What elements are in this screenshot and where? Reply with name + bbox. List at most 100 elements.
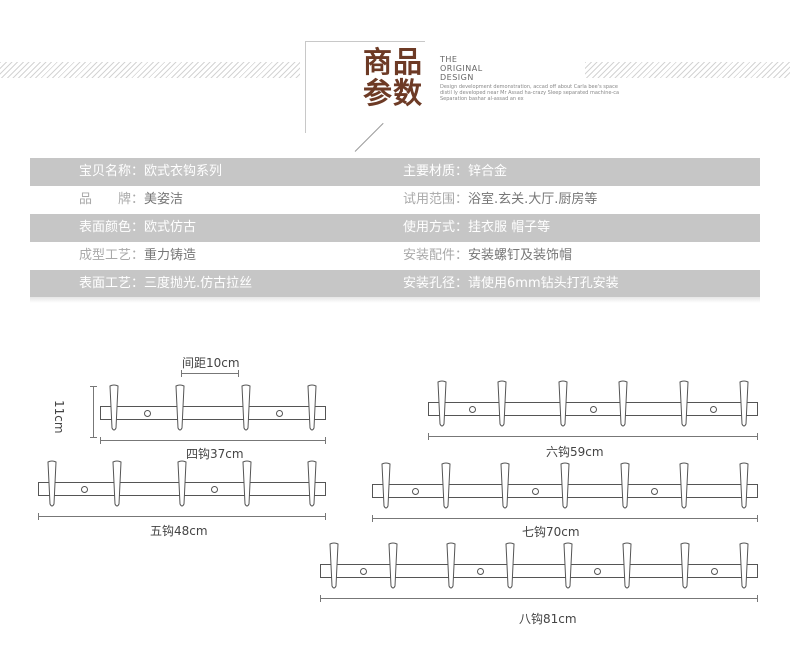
hook-icon — [444, 542, 458, 592]
spacing-label: 间距10cm — [182, 356, 240, 370]
hook-icon — [616, 380, 630, 430]
hook-icon — [561, 542, 575, 592]
spec-key: 安装配件： — [403, 248, 469, 263]
length-dimension-line — [100, 437, 326, 444]
spec-value: 美姿洁 — [144, 192, 184, 207]
mounting-hole — [594, 567, 602, 575]
spec-row: 品 牌：美姿洁 试用范围：浴室.玄关.大厅.厨房等 — [30, 186, 760, 214]
length-dimension-line — [320, 595, 758, 602]
spec-row: 表面工艺：三度抛光.仿古拉丝 安装孔径：请使用6mm钻头打孔安装 — [30, 270, 760, 298]
hook-icon — [175, 460, 189, 510]
length-dimension-line — [428, 433, 758, 440]
mounting-hole — [412, 487, 420, 495]
rack-label-six: 六钩59cm — [546, 445, 604, 459]
hook-icon — [327, 542, 341, 592]
spec-key: 主要材质： — [403, 164, 469, 179]
hook-icon — [45, 460, 59, 510]
hook-icon — [386, 542, 400, 592]
hook-icon — [439, 462, 453, 512]
hook-icon — [503, 542, 517, 592]
rack-eight-hooks — [320, 542, 758, 602]
spec-key: 宝贝名称： — [79, 164, 145, 179]
design-description: Design development demonstration, accad … — [440, 84, 620, 102]
spec-row: 宝贝名称：欧式衣钩系列 主要材质：锌合金 — [30, 158, 760, 186]
original-design-text: THE ORIGINAL DESIGN — [440, 55, 483, 82]
spacing-dimension-line — [181, 370, 239, 377]
hook-icon — [737, 542, 751, 592]
title-frame — [305, 41, 425, 152]
hook-icon — [379, 462, 393, 512]
spec-row: 成型工艺：重力铸造 安装配件：安装螺钉及装饰帽 — [30, 242, 760, 270]
spec-value: 欧式仿古 — [144, 220, 197, 235]
hook-icon — [620, 542, 634, 592]
rack-label-five: 五钩48cm — [150, 524, 208, 538]
spec-value: 锌合金 — [468, 164, 508, 179]
hook-icon — [435, 380, 449, 430]
height-dimension-line — [90, 386, 97, 438]
spec-value: 三度抛光.仿古拉丝 — [144, 276, 253, 291]
mounting-hole — [211, 485, 218, 493]
mounting-hole — [468, 405, 476, 413]
spec-row: 表面颜色：欧式仿古 使用方式：挂衣服 帽子等 — [30, 214, 760, 242]
hatch-right — [585, 62, 790, 78]
mounting-hole — [531, 487, 539, 495]
spec-value: 挂衣服 帽子等 — [468, 220, 551, 235]
hook-icon — [618, 462, 632, 512]
height-label: 11cm — [52, 400, 66, 434]
spec-value: 重力铸造 — [144, 248, 197, 263]
hook-icon — [737, 380, 751, 430]
hook-icon — [498, 462, 512, 512]
mounting-hole — [275, 409, 283, 417]
mounting-hole — [81, 485, 88, 493]
hook-icon — [737, 462, 751, 512]
header-banner: 商品 参数 THE ORIGINAL DESIGN Design develop… — [0, 0, 790, 152]
title-line-1: 商品 — [363, 45, 424, 79]
hook-icon — [173, 384, 187, 434]
rack-label-seven: 七钩70cm — [522, 525, 580, 539]
page-title: 商品 参数 — [363, 47, 433, 109]
title-line-2: 参数 — [363, 76, 424, 110]
mounting-hole — [710, 405, 718, 413]
hatch-left — [0, 62, 300, 78]
length-dimension-line — [372, 515, 758, 522]
hook-icon — [240, 460, 254, 510]
rack-six-hooks — [428, 380, 758, 440]
hook-icon — [495, 380, 509, 430]
rack-bar — [320, 564, 758, 578]
spec-key: 安装孔径： — [403, 276, 469, 291]
spec-key: 表面颜色： — [79, 220, 145, 235]
hook-icon — [305, 384, 319, 434]
mounting-hole — [589, 405, 597, 413]
spec-value: 请使用6mm钻头打孔安装 — [468, 276, 619, 291]
hook-icon — [239, 384, 253, 434]
mounting-hole — [143, 409, 151, 417]
mounting-hole — [711, 567, 719, 575]
rack-seven-hooks — [372, 462, 758, 522]
spec-value: 浴室.玄关.大厅.厨房等 — [468, 192, 598, 207]
hook-icon — [556, 380, 570, 430]
mounting-hole — [476, 567, 484, 575]
spec-key: 品 牌： — [79, 192, 145, 207]
spec-key: 表面工艺： — [79, 276, 145, 291]
hook-icon — [677, 380, 691, 430]
table-shadow — [30, 297, 760, 303]
mounting-hole — [359, 567, 367, 575]
rack-label-eight: 八钩81cm — [519, 612, 577, 626]
rack-label-four: 四钩37cm — [186, 447, 244, 461]
rack-four-hooks — [100, 384, 326, 444]
hook-icon — [677, 462, 691, 512]
hook-icon — [558, 462, 572, 512]
hook-icon — [110, 460, 124, 510]
spec-key: 使用方式： — [403, 220, 469, 235]
hook-icon — [107, 384, 121, 434]
length-dimension-line — [38, 513, 326, 520]
spec-key: 试用范围： — [403, 192, 469, 207]
hook-icon — [678, 542, 692, 592]
spec-value: 欧式衣钩系列 — [144, 164, 223, 179]
mounting-hole — [651, 487, 658, 495]
spec-table: 宝贝名称：欧式衣钩系列 主要材质：锌合金 品 牌：美姿洁 试用范围：浴室.玄关.… — [30, 158, 760, 298]
hook-icon — [305, 460, 319, 510]
rack-five-hooks — [38, 460, 326, 520]
spec-key: 成型工艺： — [79, 248, 145, 263]
spec-value: 安装螺钉及装饰帽 — [468, 248, 573, 263]
